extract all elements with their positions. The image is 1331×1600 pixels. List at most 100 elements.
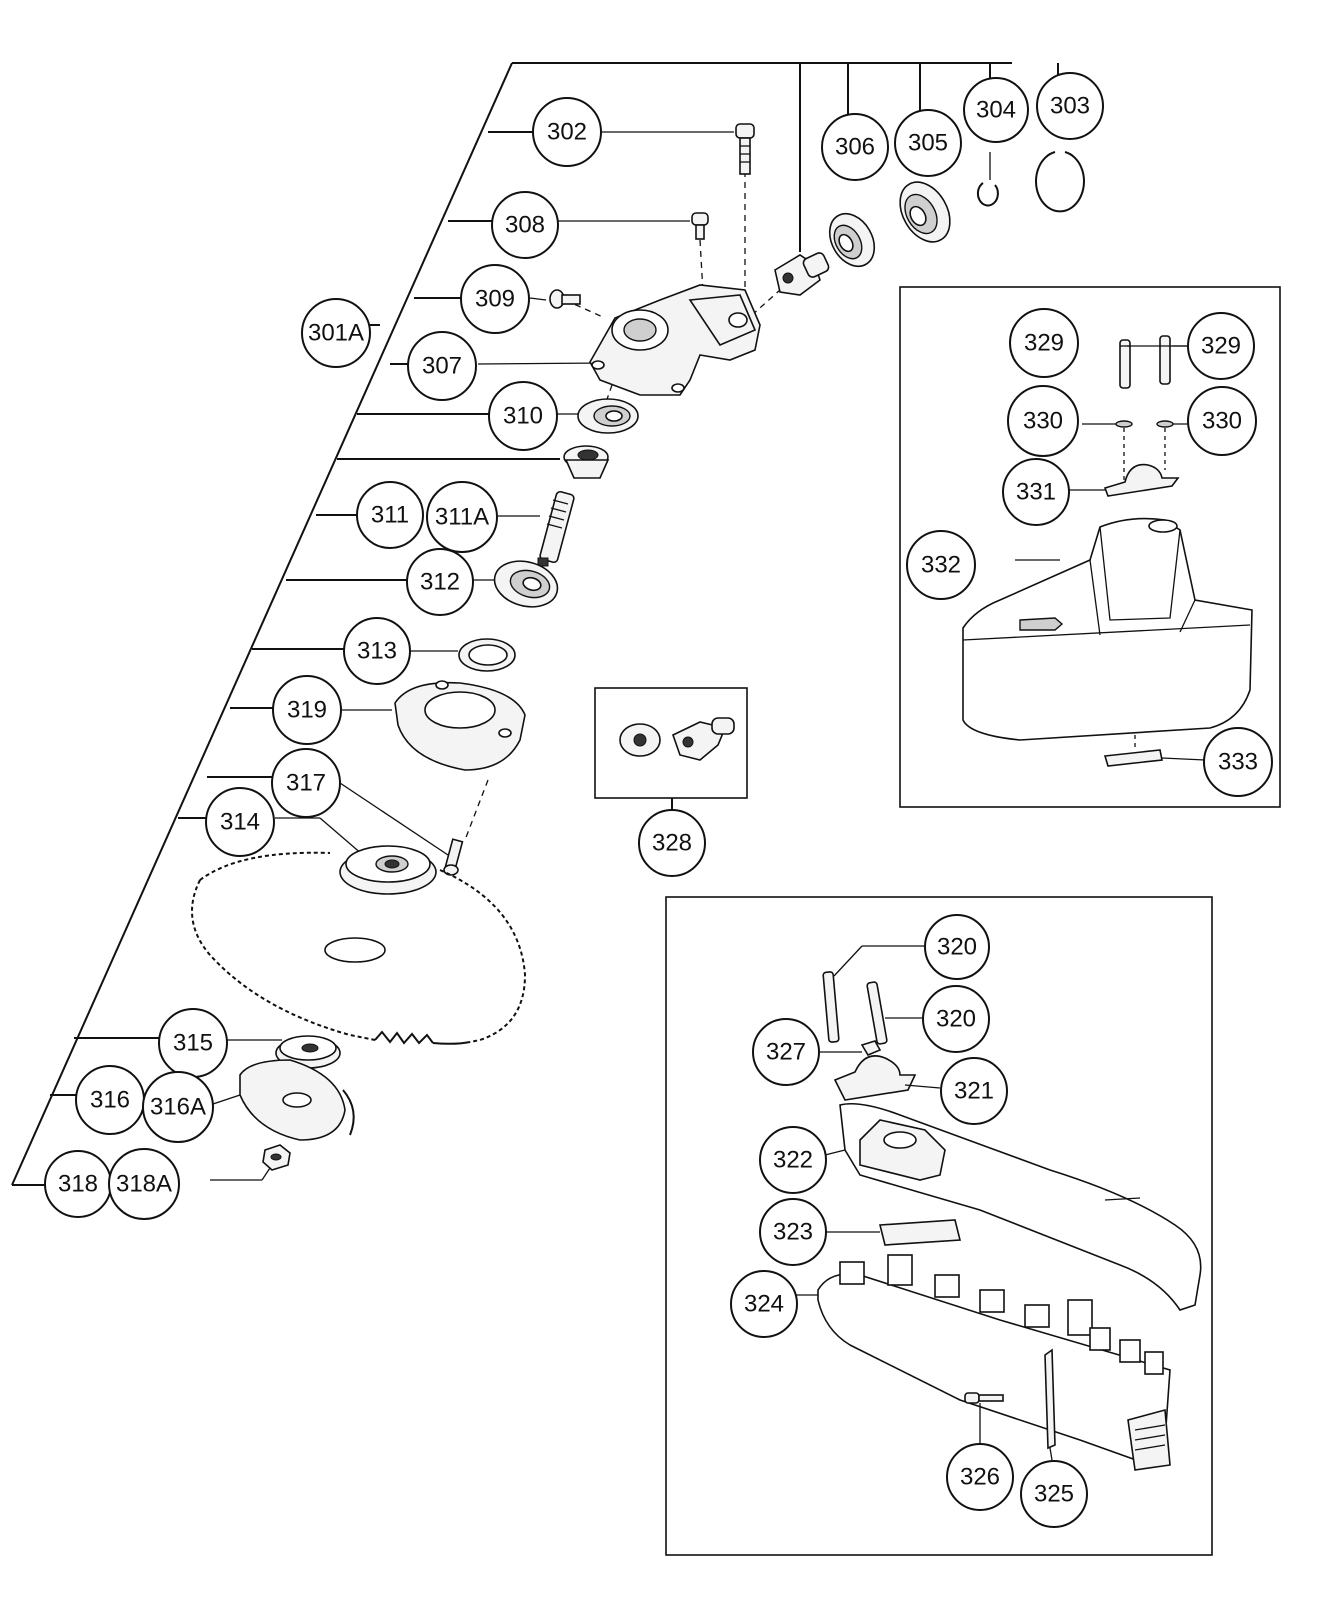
svg-text:316: 316 (90, 1087, 130, 1114)
svg-text:309: 309 (475, 286, 515, 313)
svg-text:301A: 301A (308, 320, 364, 347)
callout-317: 317 (271, 748, 341, 818)
callout-323: 323 (759, 1198, 827, 1266)
svg-text:302: 302 (547, 119, 587, 146)
callout-328: 328 (638, 809, 706, 877)
svg-text:327: 327 (766, 1039, 806, 1066)
callout-330b: 330 (1187, 386, 1257, 456)
bevel-gear-2-shape (563, 445, 610, 479)
svg-text:333: 333 (1218, 749, 1258, 776)
svg-text:311A: 311A (435, 504, 489, 531)
bevel-gear-shape (774, 252, 830, 296)
svg-text:324: 324 (744, 1291, 784, 1318)
svg-text:330: 330 (1202, 408, 1242, 435)
flange-314-shape (339, 845, 437, 895)
callout-311A: 311A (426, 481, 498, 553)
svg-text:322: 322 (773, 1147, 813, 1174)
svg-text:307: 307 (422, 353, 462, 380)
svg-text:328: 328 (652, 830, 692, 857)
shaft-311-shape (537, 490, 575, 567)
callout-329a: 329 (1009, 308, 1079, 378)
svg-text:313: 313 (357, 638, 397, 665)
guard-322-assembly (665, 896, 1213, 1556)
callout-305: 305 (894, 109, 962, 177)
saw-blade-shape (191, 851, 527, 1045)
svg-text:329: 329 (1201, 333, 1241, 360)
callout-308: 308 (491, 191, 559, 259)
callout-320b: 320 (922, 985, 990, 1053)
callout-leader-tree (11, 62, 1059, 1186)
svg-text:304: 304 (976, 97, 1016, 124)
svg-text:317: 317 (286, 770, 326, 797)
callout-312: 312 (406, 548, 474, 616)
flange-319-shape (394, 680, 526, 771)
svg-text:312: 312 (420, 569, 460, 596)
guard-332-assembly (899, 286, 1281, 808)
screw-309-shape (549, 289, 581, 309)
callout-325: 325 (1020, 1460, 1088, 1528)
svg-text:326: 326 (960, 1464, 1000, 1491)
svg-text:311: 311 (371, 502, 409, 529)
svg-text:323: 323 (773, 1219, 813, 1246)
bearing-305-shape (899, 181, 951, 243)
gear-case-307-shape (589, 284, 761, 396)
circlip-304-shape (976, 182, 999, 207)
callout-306: 306 (821, 113, 889, 181)
callout-316: 316 (75, 1065, 145, 1135)
callout-303: 303 (1036, 72, 1104, 140)
svg-text:305: 305 (908, 130, 948, 157)
svg-text:319: 319 (287, 697, 327, 724)
callout-315: 315 (158, 1008, 228, 1078)
callout-313: 313 (343, 617, 411, 685)
callout-322: 322 (759, 1126, 827, 1194)
svg-text:320: 320 (936, 1006, 976, 1033)
bolt-317-shape (443, 838, 464, 876)
callout-302: 302 (532, 97, 602, 167)
callout-332: 332 (906, 530, 976, 600)
bolt-308-shape (691, 212, 709, 240)
callout-309: 309 (460, 264, 530, 334)
svg-text:318: 318 (58, 1171, 98, 1198)
callout-331: 331 (1002, 458, 1070, 526)
snap-ring-303-shape (1035, 151, 1085, 213)
svg-text:329: 329 (1024, 330, 1064, 357)
callout-319: 319 (272, 675, 342, 745)
svg-text:303: 303 (1050, 93, 1090, 120)
svg-text:325: 325 (1034, 1481, 1074, 1508)
svg-text:318A: 318A (116, 1171, 172, 1198)
svg-text:320: 320 (937, 934, 977, 961)
callout-318: 318 (44, 1150, 112, 1218)
callout-330a: 330 (1007, 385, 1079, 457)
callout-333: 333 (1203, 727, 1273, 797)
callout-310: 310 (488, 381, 558, 451)
callout-327: 327 (752, 1018, 820, 1086)
callout-320a: 320 (924, 914, 990, 980)
bearing-312-shape (493, 560, 559, 608)
callout-324: 324 (730, 1270, 798, 1338)
svg-text:316A: 316A (150, 1094, 206, 1121)
svg-text:321: 321 (954, 1078, 994, 1105)
callout-311: 311 (356, 481, 424, 549)
callout-316A: 316A (142, 1071, 214, 1143)
callout-304: 304 (963, 77, 1029, 143)
callout-318A: 318A (108, 1148, 180, 1220)
svg-text:314: 314 (220, 809, 260, 836)
svg-text:331: 331 (1016, 479, 1056, 506)
svg-text:310: 310 (503, 403, 543, 430)
bearing-306-shape (828, 212, 876, 268)
callout-321: 321 (940, 1057, 1008, 1125)
callout-329b: 329 (1187, 312, 1255, 380)
callout-307: 307 (407, 331, 477, 401)
svg-text:330: 330 (1023, 408, 1063, 435)
nut-318-shape (262, 1144, 291, 1171)
callout-314: 314 (205, 787, 275, 857)
bearing-310-shape (577, 398, 639, 434)
svg-text:308: 308 (505, 212, 545, 239)
svg-text:332: 332 (921, 552, 961, 579)
svg-text:315: 315 (173, 1030, 213, 1057)
main-gearbox-parts (191, 123, 1085, 1171)
callout-326: 326 (946, 1443, 1014, 1511)
gear-kit-328-box (594, 687, 748, 812)
washer-313-shape (458, 638, 516, 672)
